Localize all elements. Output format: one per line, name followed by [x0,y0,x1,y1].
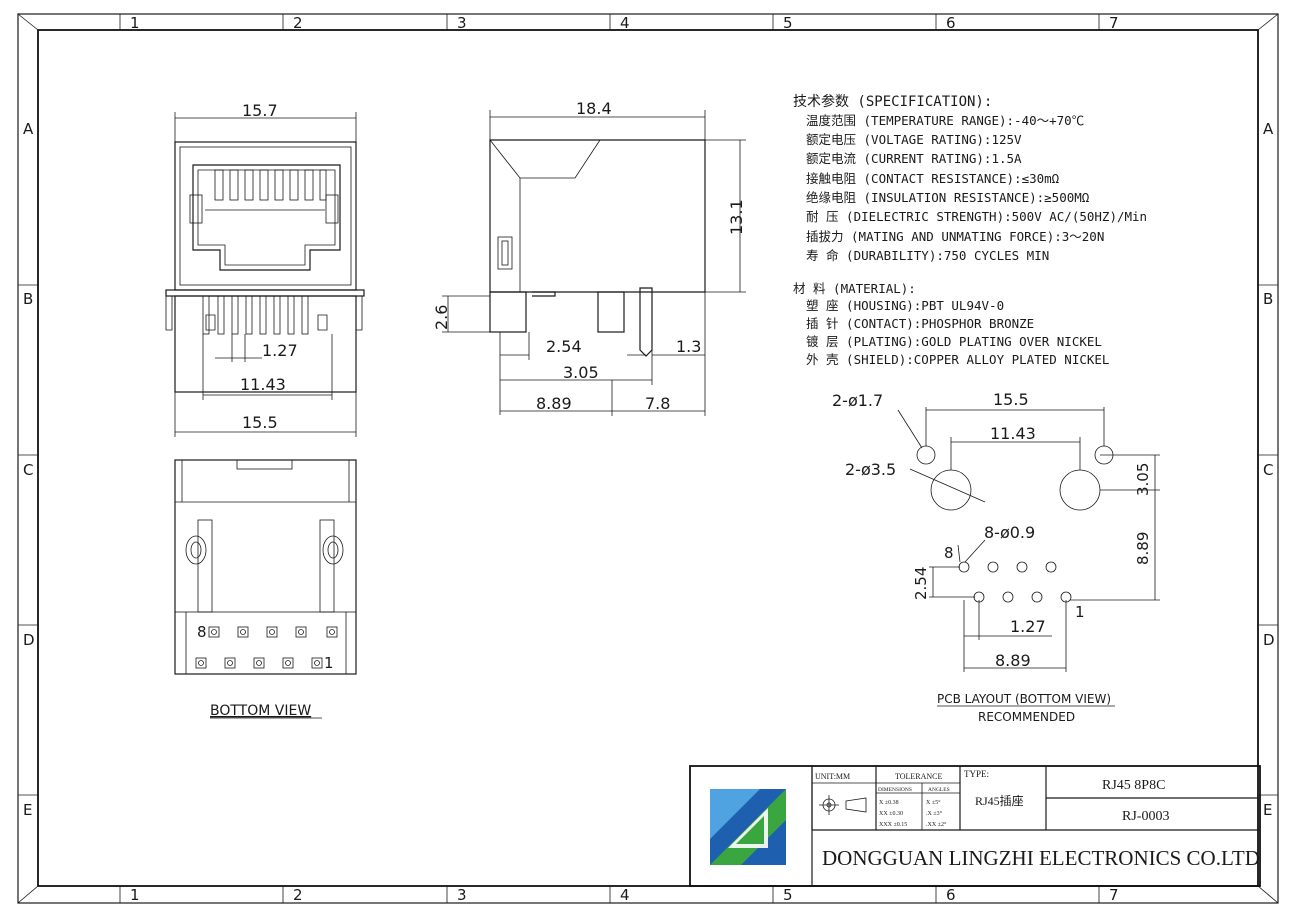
row-label-left: D [23,631,35,649]
ang-x: X ±5° [926,799,941,806]
side-dim-length: 18.4 [576,99,612,118]
spec-line: 额定电压 (VOLTAGE RATING):125V [806,132,1022,147]
pcb-pin-1-label: 1 [1075,603,1085,621]
pcb-dim-v1: 3.05 [1134,463,1152,496]
tolerance-label: TOLERANCE [895,772,943,781]
spec-line: 耐 压 (DIELECTRIC STRENGTH):500V AC/(50HZ)… [806,209,1147,224]
col-label-bottom: 7 [1109,886,1119,904]
spec-line: 绝缘电阻 (INSULATION RESISTANCE):≥500MΩ [806,190,1090,205]
pcb-dim-v2: 8.89 [1134,532,1152,565]
row-label-left: E [23,801,32,819]
row-label-right: A [1263,120,1274,138]
ang-xxx: .XX ±2° [926,821,947,828]
spec-line: 插拔力 (MATING AND UNMATING FORCE):3～20N [806,229,1104,244]
tol-x: X ±0.38 [879,800,899,806]
title-block: UNIT:MM TOLERANCE DIMENSIONS ANGLES X ±0… [689,765,1261,887]
col-label-top: 2 [293,14,303,32]
pcb-dim-pin-span: 8.89 [995,651,1031,670]
side-dim-d: 8.89 [536,394,572,413]
type-value: RJ45插座 [975,793,1024,808]
col-label-bottom: 3 [457,886,467,904]
type-label: TYPE: [964,769,989,779]
material-title: 材 料 (MATERIAL): [793,281,916,296]
side-dim-a: 2.54 [546,337,582,356]
front-view: 15.7 1.27 11.43 15.5 [165,101,365,437]
front-dim-top: 15.7 [242,101,278,120]
bottom-pin-1-label: 1 [324,654,334,672]
spec-line: 温度范围 (TEMPERATURE RANGE):-40～+70℃ [806,113,1084,128]
part-name: RJ45 8P8C [1102,778,1165,793]
side-view: 18.4 13.1 2.6 2.54 1.3 3.05 8.89 7.8 [432,99,746,416]
pcb-layout-label: PCB LAYOUT (BOTTOM VIEW) [937,692,1111,706]
unit-label: UNIT:MM [815,772,850,781]
border-row-labels: A B C D E A B C D E [23,120,1275,819]
pcb-dim-row: 2.54 [912,567,930,600]
pcb-dim-inner: 11.43 [990,424,1036,443]
bottom-pin-8-label: 8 [197,623,207,641]
spec-title: 技术参数 (SPECIFICATION): [793,93,992,110]
spec-line: 额定电流 (CURRENT RATING):1.5A [806,151,1022,166]
ang-xx: .X ±3° [926,810,943,817]
col-label-top: 7 [1109,14,1119,32]
front-dim-pin-span: 11.43 [240,375,286,394]
company-name: DONGGUAN LINGZHI ELECTRONICS CO.LTD [822,846,1260,870]
pcb-pins-label: 8-ø0.9 [984,523,1035,542]
side-dim-c: 3.05 [563,363,599,382]
pcb-pin-8-label: 8 [944,544,954,562]
material-line: 塑 座 (HOUSING):PBT UL94V-0 [806,298,1004,313]
pcb-hole-large-label: 2-ø3.5 [845,460,896,479]
pcb-layout: 2-ø1.7 2-ø3.5 15.5 11.43 3.05 8.89 2.54 … [832,390,1160,724]
col-label-top: 6 [946,14,956,32]
tol-xxx: XXX ±0.15 [879,822,907,828]
row-label-left: A [23,120,34,138]
col-label-top: 4 [620,14,630,32]
front-dim-pitch: 1.27 [262,341,298,360]
material-line: 外 壳 (SHIELD):COPPER ALLOY PLATED NICKEL [806,352,1109,367]
part-number: RJ-0003 [1122,809,1169,824]
row-label-right: E [1263,801,1272,819]
material-line: 镀 层 (PLATING):GOLD PLATING OVER NICKEL [806,334,1102,349]
projection-symbol-icon [819,795,867,815]
front-dim-bottom: 15.5 [242,413,278,432]
bottom-view-label: BOTTOM VIEW [210,703,311,719]
col-label-bottom: 2 [293,886,303,904]
col-label-bottom: 4 [620,886,630,904]
dimensions-label: DIMENSIONS [878,787,912,793]
spec-line: 接触电阻 (CONTACT RESISTANCE):≤30mΩ [806,171,1060,186]
sheet-border [17,13,1279,904]
pcb-hole-small-label: 2-ø1.7 [832,391,883,410]
side-dim-e: 7.8 [645,394,670,413]
row-label-right: C [1263,461,1273,479]
specification-block: 技术参数 (SPECIFICATION): 温度范围 (TEMPERATURE … [793,93,1147,367]
col-label-bottom: 6 [946,886,956,904]
spec-line: 寿 命 (DURABILITY):750 CYCLES MIN [806,248,1049,263]
material-line: 插 针 (CONTACT):PHOSPHOR BRONZE [806,316,1034,331]
col-label-top: 5 [783,14,793,32]
angles-label: ANGLES [928,787,950,793]
row-label-right: D [1263,631,1275,649]
col-label-top: 3 [457,14,467,32]
side-dim-b: 1.3 [676,337,701,356]
tol-xx: XX ±0.30 [879,811,903,817]
row-label-right: B [1263,290,1273,308]
col-label-top: 1 [130,14,140,32]
bottom-view: 8 1 BOTTOM VIEW [174,459,357,719]
row-label-left: B [23,290,33,308]
company-logo [710,789,786,865]
col-label-bottom: 1 [130,886,140,904]
row-label-left: C [23,461,33,479]
side-dim-height: 13.1 [727,199,746,235]
pcb-layout-sublabel: RECOMMENDED [978,710,1075,724]
pcb-dim-span: 15.5 [993,390,1029,409]
border-column-labels: 1 2 3 4 5 6 7 1 2 3 4 5 6 7 [130,14,1119,904]
pcb-dim-pitch: 1.27 [1010,617,1046,636]
front-dim-height: 2.6 [432,305,451,330]
col-label-bottom: 5 [783,886,793,904]
